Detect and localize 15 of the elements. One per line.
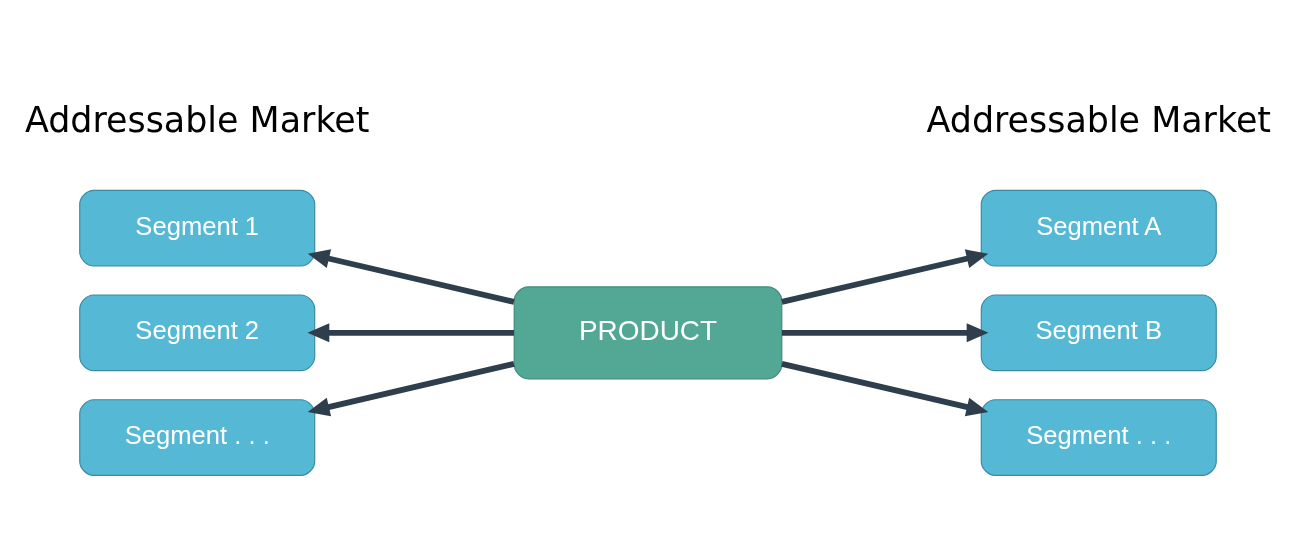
label: Addressable Market (926, 99, 1272, 140)
node-box: PRODUCT (513, 285, 783, 379)
label: Addressable Market (24, 99, 370, 140)
node-box: Segment 1 (79, 189, 316, 267)
arrow (307, 322, 514, 342)
arrow (781, 322, 989, 342)
node-box: Segment . . . (79, 398, 316, 476)
arrow (781, 360, 989, 416)
arrow (307, 248, 515, 305)
node-box: Segment . . . (980, 398, 1217, 476)
node-box: Segment A (980, 189, 1217, 267)
arrow (307, 360, 515, 416)
node-box: Segment 2 (79, 293, 316, 371)
arrow (781, 248, 989, 305)
node-box: Segment B (980, 293, 1217, 371)
